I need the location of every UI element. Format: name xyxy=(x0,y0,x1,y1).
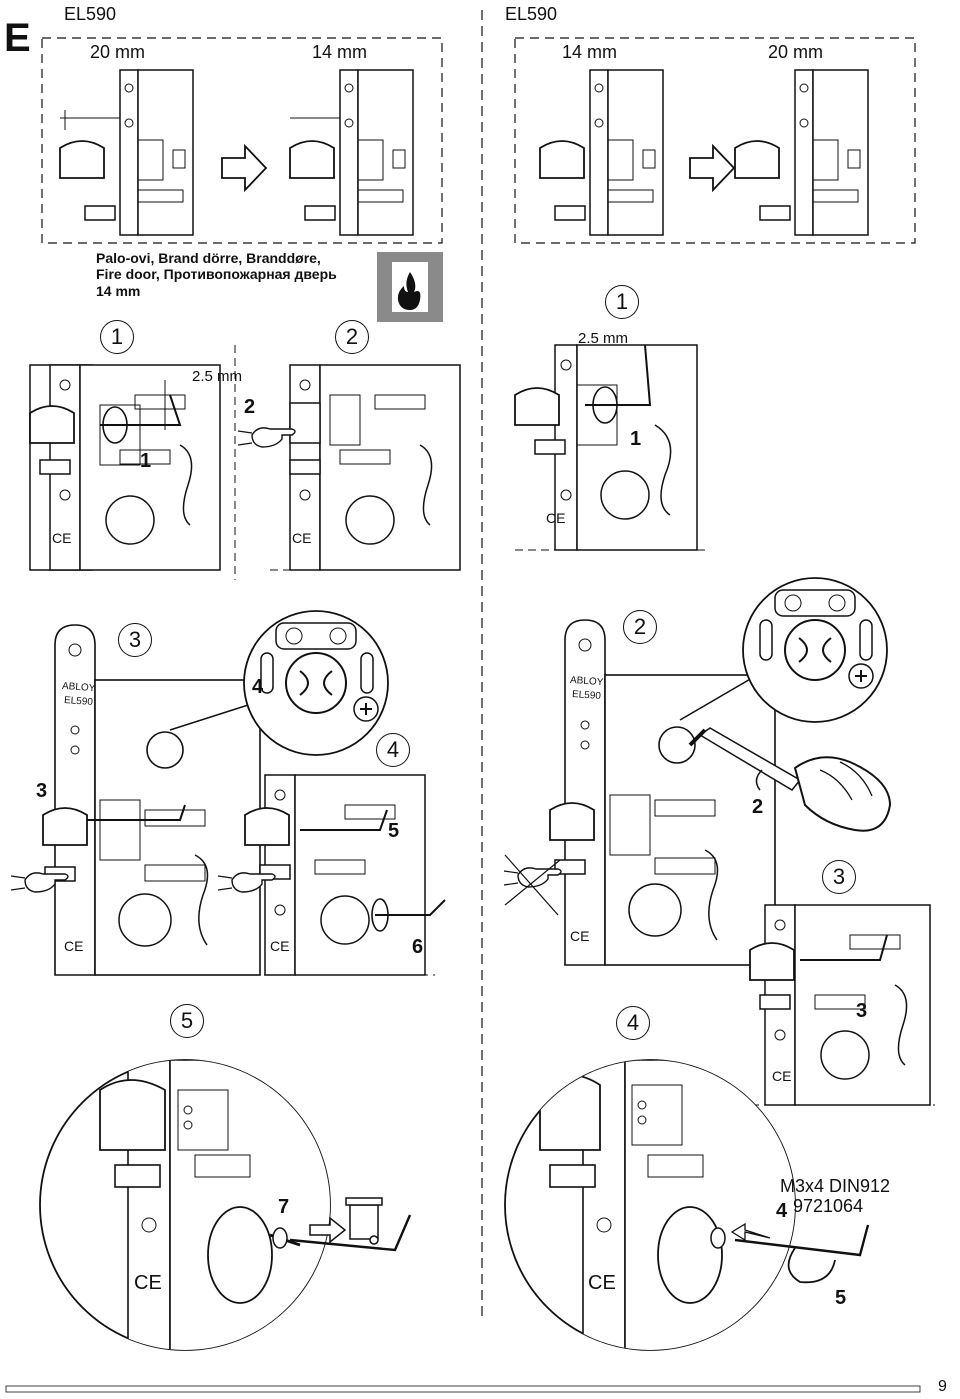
step-label-5-left: 5 xyxy=(388,820,400,842)
fire-note-line1: Palo-ovi, Brand dörre, Branddøre, xyxy=(96,250,321,266)
step-label-5-right: 5 xyxy=(835,1287,847,1309)
model-label-left: EL590 xyxy=(64,4,117,24)
dim-right-b: 20 mm xyxy=(768,42,824,62)
step-label-6-left: 6 xyxy=(412,936,424,958)
circled-step-5-left: 5 xyxy=(170,1004,204,1038)
step-label-7-left: 7 xyxy=(278,1196,290,1218)
dim-2-5-left: 2.5 mm xyxy=(192,368,243,385)
screwdriver-icon xyxy=(688,727,892,832)
fire-note-line2: Fire door, Противопожарная дверь xyxy=(96,266,337,282)
ce-mark-2: CE xyxy=(292,530,312,546)
circled-step-3-left: 3 xyxy=(118,623,152,657)
circled-step-4-right: 4 xyxy=(616,1006,650,1040)
dim-right-a: 14 mm xyxy=(562,42,618,62)
section-letter: E xyxy=(4,16,31,60)
dim-left-a: 20 mm xyxy=(90,42,146,62)
step-label-4-right: 4 xyxy=(776,1200,788,1222)
step-label-1-left: 1 xyxy=(140,450,152,472)
ce-mark-6: CE xyxy=(570,928,590,944)
screw-spec-line2: 9721064 xyxy=(793,1196,864,1216)
step-label-4-left: 4 xyxy=(252,676,264,698)
trash-bin-icon xyxy=(345,1197,383,1245)
brand-line1-right: ABLOY xyxy=(569,674,604,689)
ce-mark-7: CE xyxy=(772,1068,792,1084)
dim-2-5-right: 2.5 mm xyxy=(578,330,629,347)
circled-step-1-left: 1 xyxy=(100,320,134,354)
step-label-2-right: 2 xyxy=(752,796,764,818)
dim-left-b: 14 mm xyxy=(312,42,368,62)
step-label-1-right: 1 xyxy=(630,428,642,450)
ce-mark-1: CE xyxy=(52,530,72,546)
ce-mark-3: CE xyxy=(546,510,566,526)
ce-mark-9: CE xyxy=(588,1272,616,1294)
circled-step-2-left: 2 xyxy=(335,320,369,354)
model-label-right: EL590 xyxy=(505,4,558,24)
ce-mark-8: CE xyxy=(134,1272,162,1294)
page-number: 9 xyxy=(938,1378,947,1395)
screw-spec-line1: M3x4 DIN912 xyxy=(780,1176,891,1196)
ce-mark-4: CE xyxy=(64,938,84,954)
step-label-3-left: 3 xyxy=(36,780,48,802)
circled-step-4-left: 4 xyxy=(376,733,410,767)
circled-step-3-right: 3 xyxy=(822,860,856,894)
circled-step-2-right: 2 xyxy=(623,610,657,644)
brand-line1-left: ABLOY xyxy=(61,680,96,695)
step-label-3-right: 3 xyxy=(856,1000,868,1022)
ce-mark-5: CE xyxy=(270,938,290,954)
step-label-2-left: 2 xyxy=(244,396,256,418)
fire-note-line3: 14 mm xyxy=(96,283,141,299)
brand-line2-right: EL590 xyxy=(571,689,602,702)
brand-line2-left: EL590 xyxy=(63,695,94,708)
fire-door-icon xyxy=(377,252,443,322)
circled-step-1-right: 1 xyxy=(605,285,639,319)
